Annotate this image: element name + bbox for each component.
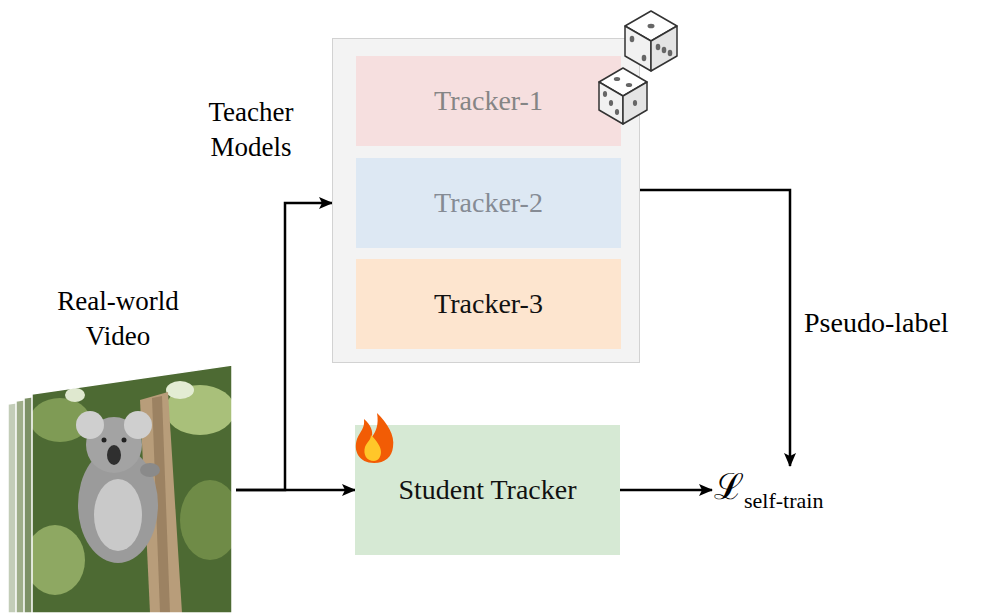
illustration-part xyxy=(122,438,127,443)
input-label: Real-world Video xyxy=(32,284,204,354)
fire-icon xyxy=(351,409,397,465)
illustration-part xyxy=(609,100,613,106)
teacher-group: Tracker-1Tracker-2Tracker-3Teacher Model… xyxy=(332,38,640,363)
illustration-part xyxy=(633,100,637,106)
illustration-part xyxy=(140,463,160,477)
illustration-part xyxy=(630,24,673,62)
illustration-part xyxy=(603,91,607,97)
illustration-part xyxy=(656,44,661,50)
illustration-part xyxy=(94,479,142,551)
illustration-part xyxy=(623,82,647,124)
illustration-part xyxy=(603,77,637,115)
tracker-box: Tracker-3 xyxy=(356,259,621,349)
illustration-part xyxy=(642,55,647,61)
loss-symbol: self-train xyxy=(744,488,823,513)
dice-icon xyxy=(588,1,688,131)
box-label: Tracker-1 xyxy=(434,85,543,117)
loss-term: ℒself-train xyxy=(712,466,825,515)
illustration-part xyxy=(166,381,194,399)
flow-arrow xyxy=(236,489,355,492)
illustration-part xyxy=(107,445,121,465)
illustration-part xyxy=(651,26,677,71)
illustration-part xyxy=(102,438,107,443)
illustration-part xyxy=(615,109,619,115)
illustration-part xyxy=(76,411,104,439)
group-title: Teacher Models xyxy=(185,95,317,164)
illustration-part xyxy=(356,413,394,463)
illustration-part xyxy=(65,388,85,402)
edge-label: Pseudo-label xyxy=(802,307,951,339)
illustration-part xyxy=(25,360,240,613)
illustration-part xyxy=(124,411,152,439)
box-label: Student Tracker xyxy=(398,474,576,506)
illustration-part xyxy=(630,36,635,42)
illustration-part xyxy=(662,47,667,53)
video-input: Real-world Video xyxy=(0,280,236,613)
illustration-part xyxy=(180,480,240,560)
illustration-part xyxy=(668,50,673,56)
illustration-part xyxy=(626,83,632,87)
tracker-box: Tracker-2 xyxy=(356,158,621,248)
box-label: Tracker-2 xyxy=(434,187,543,219)
illustration-part xyxy=(625,11,677,71)
illustration-part xyxy=(32,365,232,613)
illustration-part xyxy=(8,360,240,613)
flow-arrow xyxy=(620,489,712,492)
student-box: Student Tracker xyxy=(355,425,620,555)
loss-symbol: ℒ xyxy=(714,467,744,507)
tracker-box: Tracker-1 xyxy=(356,56,621,146)
box-label: Tracker-3 xyxy=(434,288,543,320)
illustration-part xyxy=(648,24,655,29)
illustration-part xyxy=(625,26,651,71)
illustration-part xyxy=(614,77,620,81)
illustration-part xyxy=(25,525,85,595)
flow-arrow xyxy=(640,190,790,466)
illustration-part xyxy=(364,435,381,461)
flow-arrow xyxy=(236,203,332,490)
